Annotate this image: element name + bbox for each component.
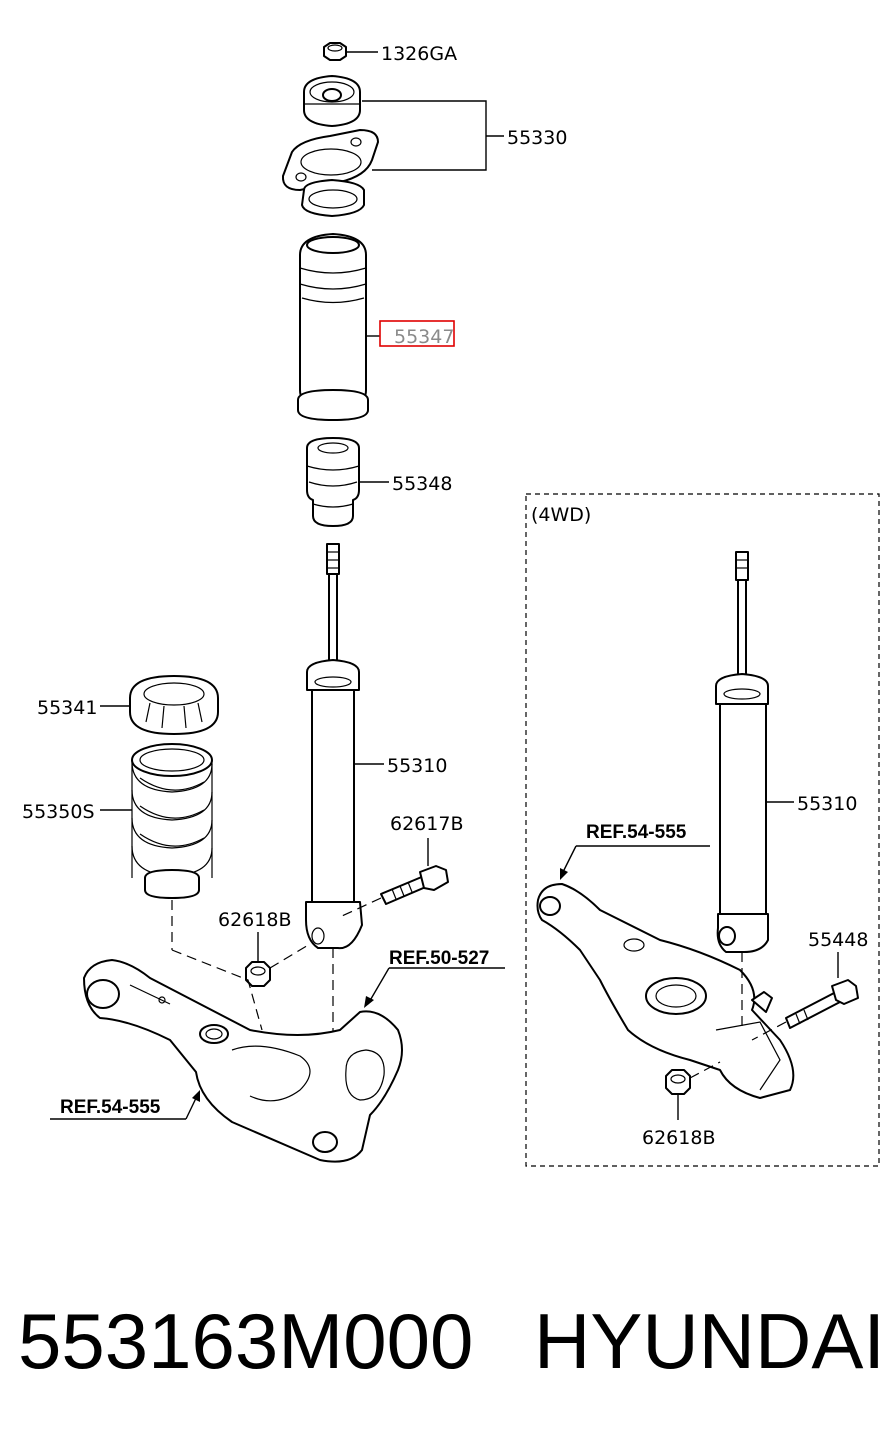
label-4wd: (4WD): [531, 504, 591, 526]
label-1326ga: 1326GA: [381, 43, 457, 65]
label-55348: 55348: [392, 473, 452, 495]
strut-mount-55330: 55330: [281, 75, 567, 217]
lower-arm-4wd: REF.54-555: [536, 822, 795, 1099]
label-55330: 55330: [507, 127, 567, 149]
ref-54-555-main: REF.54-555: [60, 1097, 161, 1118]
label-62618b-4wd: 62618B: [642, 1127, 715, 1149]
nut-1326ga: 1326GA: [323, 42, 457, 65]
lower-arm-carrier-main: REF.50-527 REF.54-555: [50, 948, 505, 1163]
label-55310-main: 55310: [387, 755, 447, 777]
highlight-box-55347: [379, 320, 455, 347]
variant-4wd-border: [525, 493, 880, 1167]
dust-cover-55347: 55347: [297, 233, 455, 421]
label-62617b: 62617B: [390, 813, 463, 835]
variant-4wd-panel: (4WD) 55310 REF.54-55: [525, 493, 880, 1167]
label-55350s: 55350S: [22, 801, 95, 823]
footer-part-number: 553163M000: [18, 1297, 473, 1385]
ref-50-527: REF.50-527: [389, 948, 489, 969]
footer-brand: HYUNDAI: [534, 1297, 885, 1385]
shock-absorber-4wd-55310: 55310: [715, 551, 857, 953]
coil-spring-55350s: 55350S: [22, 743, 213, 899]
label-55310-4wd: 55310: [797, 793, 857, 815]
spring-pad-55341: 55341: [37, 675, 219, 735]
label-55341: 55341: [37, 697, 97, 719]
bump-stopper-55348: 55348: [306, 437, 452, 527]
nut-62618b-4wd: 62618B: [642, 1061, 721, 1149]
nut-62618b-main: 62618B: [218, 909, 311, 987]
label-62618b-main: 62618B: [218, 909, 291, 931]
label-55448: 55448: [808, 929, 868, 951]
bolt-62617b: 62617B: [341, 813, 463, 917]
label-55347: 55347: [394, 326, 454, 348]
bolt-55448: 55448: [751, 929, 868, 1041]
ref-54-555-4wd: REF.54-555: [586, 822, 687, 843]
